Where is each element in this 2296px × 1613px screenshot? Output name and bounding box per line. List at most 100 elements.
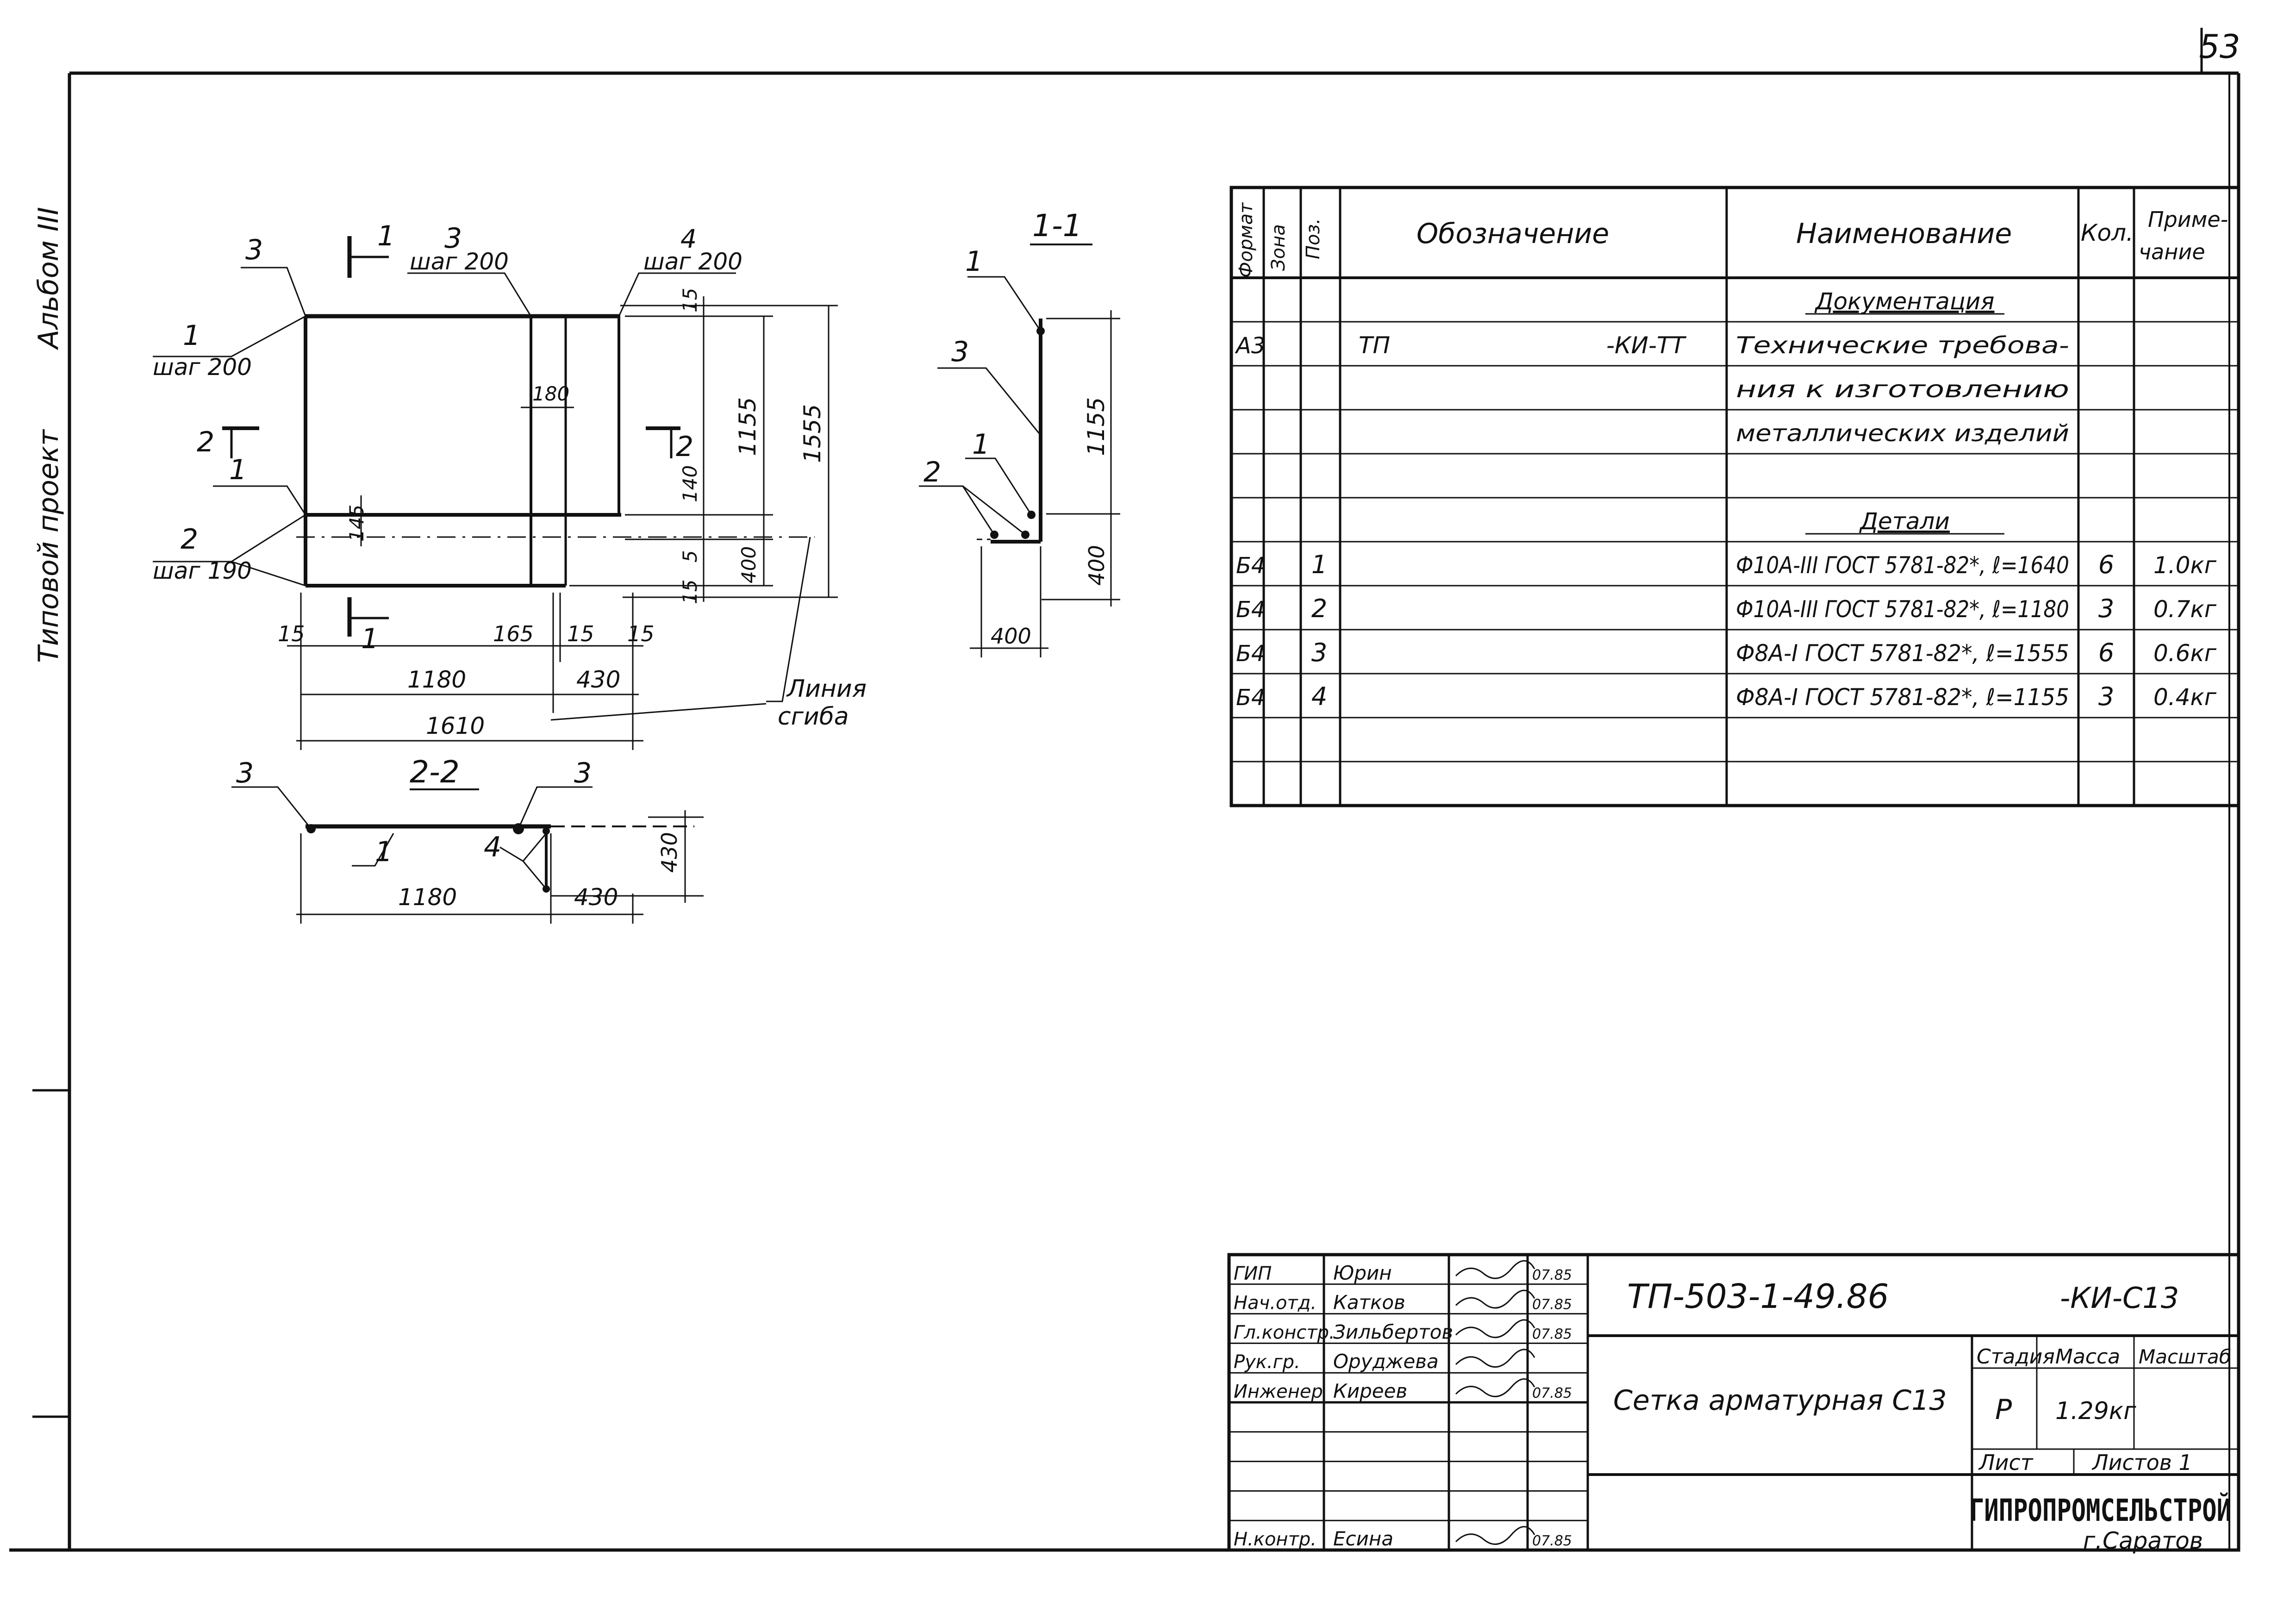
section-2-2-dim-1180: 1180: [398, 884, 457, 911]
section-1-1: 1-1 1 3 1 2 1155 400 400: [919, 208, 1120, 657]
spec-cell-name: Ф10А-III ГОСТ 5781-82*, ℓ=1180: [1736, 596, 2069, 623]
spec-cell-qty: 6: [2098, 638, 2114, 667]
handwritten-signature: [1455, 1319, 1535, 1338]
dim-400: 400: [737, 546, 760, 583]
dim-140: 140: [679, 465, 701, 502]
spec-cell-name: Технические требова-: [1736, 332, 2069, 359]
org-name: ГИПРОПРОМСЕЛЬСТРОЙ: [1970, 1492, 2231, 1528]
dim-1610: 1610: [426, 713, 485, 739]
plan-pos1-mid-label: 1: [229, 454, 247, 486]
section-2-2-pos3-right: 3: [574, 757, 592, 789]
section-2-2-dim-430-v: 430: [657, 832, 682, 873]
handwritten-signature: [1455, 1526, 1535, 1545]
dim-1180: 1180: [407, 666, 466, 693]
section-1-1-pos3: 3: [951, 336, 969, 368]
spec-cell-note: 1.0кг: [2153, 552, 2217, 579]
spec-cell-pos: 3: [1311, 638, 1327, 667]
handwritten-signature: [1455, 1349, 1535, 1368]
dim-145: 145: [345, 505, 368, 542]
spec-header-name: Наименование: [1796, 218, 2012, 250]
dim-1155: 1155: [734, 397, 761, 456]
section-1-1-dim-400-v: 400: [1084, 545, 1109, 586]
spec-cell-note: 0.7кг: [2153, 596, 2217, 623]
spec-cell-format: Б4: [1236, 641, 1265, 667]
dim-5: 5: [679, 550, 701, 563]
plan-step1-label: шаг 200: [153, 354, 252, 381]
spec-cell-format: Б4: [1236, 685, 1265, 711]
cut-1-bottom-label: 1: [361, 623, 379, 655]
doc-title: Сетка арматурная С13: [1613, 1384, 1947, 1417]
bend-line-label-1: Линия: [786, 675, 867, 703]
cut-2-right-label: 2: [676, 431, 693, 463]
section-2-2: 2-2 3 3 1 4 1180 430 430: [231, 754, 704, 924]
section-1-1-pos1-bottom: 1: [972, 428, 990, 461]
spec-cell-designation_suffix: -КИ-ТТ: [1606, 332, 1687, 359]
signature-date: 07.85: [1532, 1385, 1572, 1401]
signature-name: Катков: [1333, 1291, 1405, 1314]
handwritten-signature: [1455, 1378, 1535, 1397]
spec-cell-note: 0.6кг: [2153, 640, 2217, 667]
spec-header-note-2: чание: [2139, 239, 2205, 264]
signature-name: Зильбертов: [1333, 1320, 1453, 1343]
dim-15-right2: 15: [627, 621, 655, 646]
spec-cell-format: А3: [1235, 333, 1265, 359]
section-1-1-title: 1-1: [1032, 208, 1082, 244]
dim-15-right: 15: [679, 580, 701, 604]
sheets-label: Листов 1: [2091, 1450, 2192, 1475]
spec-cell-qty: 3: [2098, 682, 2114, 711]
section-2-2-title: 2-2: [410, 754, 460, 790]
plan-step2-label: шаг 190: [153, 557, 252, 584]
page-number: 53: [2199, 28, 2240, 66]
dim-15-top: 15: [679, 288, 701, 313]
plan-pos4-label: 4: [680, 224, 697, 254]
dim-430: 430: [576, 666, 620, 693]
spec-cell-designation: ТП: [1359, 332, 1390, 359]
spec-cell-name: Ф8А-I ГОСТ 5781-82*, ℓ=1555: [1736, 640, 2069, 667]
sheet-frame: [9, 28, 2240, 1552]
dim-165: 165: [493, 621, 534, 646]
mass-label: Масса: [2055, 1345, 2120, 1369]
signature-name: Киреев: [1333, 1380, 1407, 1402]
spec-cell-name: металлических изделий: [1736, 420, 2069, 447]
section-1-1-dim-1155: 1155: [1083, 397, 1110, 456]
plan-step3-label: шаг 200: [410, 248, 509, 275]
spec-header-zone: Зона: [1268, 224, 1289, 271]
spec-header-designation: Обозначение: [1416, 218, 1609, 250]
spec-cell-pos: 1: [1311, 550, 1327, 579]
cut-1-top-label: 1: [377, 220, 395, 252]
signature-name: Есина: [1333, 1527, 1393, 1550]
spec-cell-format: Б4: [1236, 597, 1265, 623]
signature-date: 07.85: [1532, 1267, 1572, 1283]
plan-pos3-top-label: 3: [444, 222, 462, 255]
handwritten-signature: [1455, 1260, 1535, 1279]
signature-role: Н.контр.: [1234, 1529, 1316, 1550]
bend-line-label-2: сгиба: [778, 703, 849, 731]
spec-cell-note: 0.4кг: [2153, 684, 2217, 711]
spec-cell-name: Ф10А-III ГОСТ 5781-82*, ℓ=1640: [1736, 552, 2069, 579]
dim-180: 180: [532, 382, 569, 405]
doc-code: ТП-503-1-49.86: [1627, 1277, 1889, 1316]
section-2-2-pos1: 1: [375, 836, 393, 868]
spec-cell-name: Документация: [1815, 288, 1995, 315]
section-1-1-pos1-top: 1: [965, 245, 983, 278]
spec-cell-name: Детали: [1859, 508, 1950, 535]
signature-role: Нач.отд.: [1234, 1293, 1316, 1314]
signature-date: 07.85: [1532, 1297, 1572, 1313]
spec-cell-pos: 2: [1311, 594, 1327, 623]
section-1-1-pos2: 2: [923, 456, 941, 488]
spec-cell-format: Б4: [1236, 553, 1265, 579]
plan-pos1-label: 1: [183, 319, 200, 352]
doc-code-suffix: -КИ-С13: [2060, 1281, 2179, 1315]
spec-cell-name: ния к изготовлению: [1736, 376, 2069, 403]
sheet-label: Лист: [1978, 1450, 2034, 1475]
plan-pos3-label: 3: [245, 234, 263, 266]
section-2-2-pos3-left: 3: [236, 757, 254, 789]
dim-1555: 1555: [799, 404, 826, 463]
section-2-2-dim-430: 430: [574, 884, 618, 911]
side-label-project: Типовой проект: [32, 429, 65, 663]
stage-value: Р: [1995, 1394, 2012, 1426]
signature-role: Рук.гр.: [1234, 1351, 1300, 1373]
signature-role: Гл.констр.: [1234, 1322, 1335, 1343]
